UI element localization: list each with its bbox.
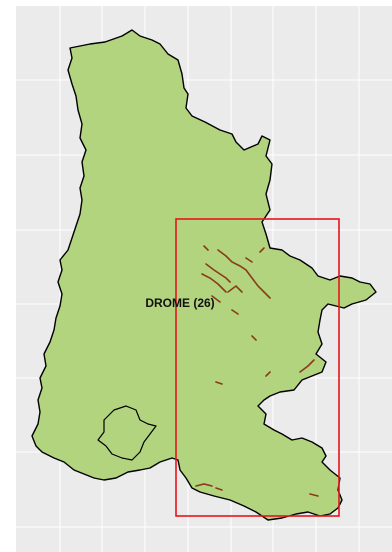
focus-area-rectangle xyxy=(175,218,340,517)
highlighted-terrain-features xyxy=(195,245,319,497)
enclave-outline xyxy=(97,405,157,461)
department-label: DROME (26) xyxy=(145,296,214,310)
